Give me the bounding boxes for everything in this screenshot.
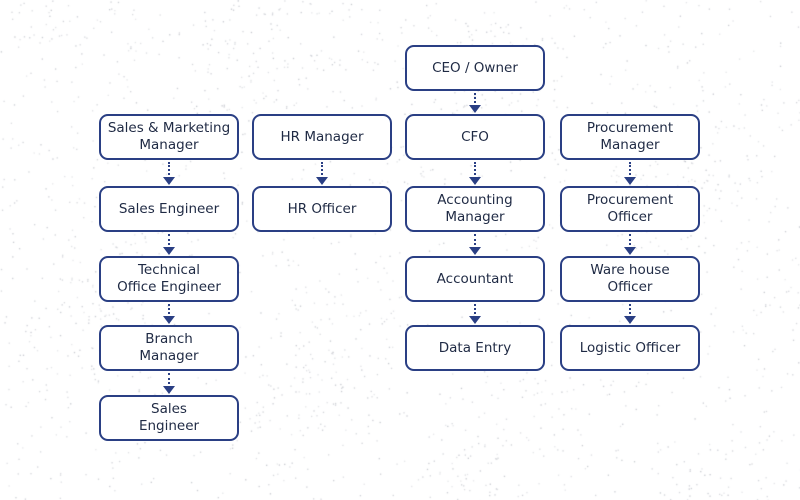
node-logistic-officer[interactable]: Logistic Officer [560, 325, 700, 371]
node-sales-engineer[interactable]: Sales Engineer [99, 186, 239, 232]
node-branch-manager[interactable]: Branch Manager [99, 325, 239, 371]
node-label: Sales Engineer [138, 401, 200, 434]
connector-arrow [624, 304, 636, 324]
node-label: Data Entry [438, 339, 512, 356]
node-label: Accounting Manager [437, 192, 513, 225]
node-label: HR Officer [287, 200, 357, 217]
node-ceo[interactable]: CEO / Owner [405, 45, 545, 91]
node-label: Technical Office Engineer [117, 262, 221, 295]
connector-arrow [624, 234, 636, 255]
connector-arrow [624, 162, 636, 185]
node-label: Branch Manager [139, 331, 199, 364]
node-label: Procurement Manager [586, 120, 674, 153]
node-data-entry[interactable]: Data Entry [405, 325, 545, 371]
connector-arrow [469, 162, 481, 185]
node-sales-marketing-manager[interactable]: Sales & Marketing Manager [99, 114, 239, 160]
connector-arrow [163, 162, 175, 185]
connector-arrow [316, 162, 328, 185]
node-procurement-manager[interactable]: Procurement Manager [560, 114, 700, 160]
node-procurement-officer[interactable]: Procurement Officer [560, 186, 700, 232]
connector-arrow [469, 304, 481, 324]
node-sales-engineer-2[interactable]: Sales Engineer [99, 395, 239, 441]
node-cfo[interactable]: CFO [405, 114, 545, 160]
node-accountant[interactable]: Accountant [405, 256, 545, 302]
node-hr-manager[interactable]: HR Manager [252, 114, 392, 160]
node-hr-officer[interactable]: HR Officer [252, 186, 392, 232]
node-label: Sales Engineer [118, 200, 220, 217]
connector-arrow [163, 234, 175, 255]
node-technical-office-engineer[interactable]: Technical Office Engineer [99, 256, 239, 302]
node-label: Logistic Officer [579, 339, 681, 356]
node-label: Sales & Marketing Manager [107, 120, 231, 153]
connector-arrow [163, 373, 175, 394]
node-warehouse-officer[interactable]: Ware house Officer [560, 256, 700, 302]
node-label: HR Manager [280, 128, 364, 145]
connector-arrow [469, 234, 481, 255]
node-label: Procurement Officer [586, 192, 674, 225]
connector-arrow [469, 93, 481, 113]
connector-arrow [163, 304, 175, 324]
node-accounting-manager[interactable]: Accounting Manager [405, 186, 545, 232]
node-label: CFO [461, 128, 489, 145]
node-label: CEO / Owner [432, 59, 518, 76]
node-label: Ware house Officer [590, 262, 670, 295]
node-label: Accountant [436, 270, 514, 287]
